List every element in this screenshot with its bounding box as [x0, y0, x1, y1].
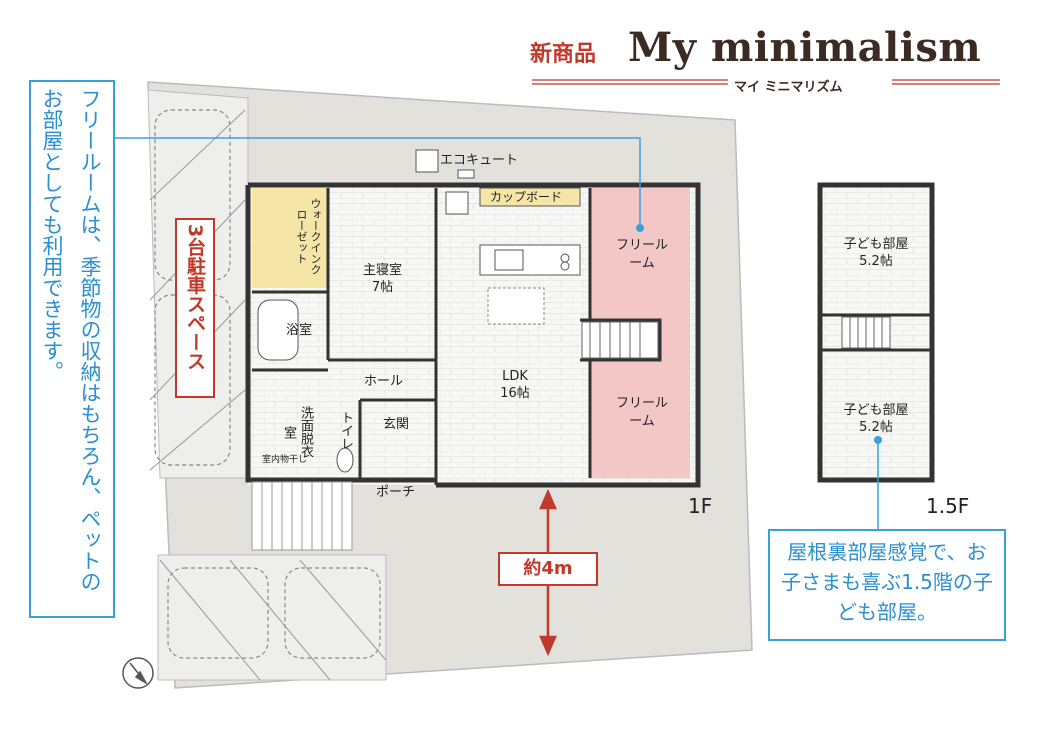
fridge [445, 191, 469, 215]
bathroom-label: 浴室 [286, 323, 313, 338]
parking-label-box: 3台駐車スペース [175, 218, 215, 398]
free-room-callout: フリールームは、季節物の収納はもちろん、ペットのお部屋としても利用できます。 [29, 80, 115, 618]
free-room-callout-text: フリールームは、季節物の収納はもちろん、ペットのお部屋としても利用できます。 [40, 88, 102, 592]
compass-icon [122, 657, 154, 689]
ldk-size: 16帖 [500, 386, 530, 401]
car-outline [284, 567, 381, 659]
kids-room-callout: 屋根裏部屋感覚で、お子さまも喜ぶ1.5階の子ども部屋。 [768, 529, 1006, 641]
toilet-fixture [336, 447, 354, 473]
master-bedroom-label: 主寝室 [362, 263, 402, 278]
cupboard-label: カップボード [490, 190, 563, 204]
dining-table [487, 287, 545, 325]
toilet-label: トイレ [338, 410, 353, 450]
bathtub [257, 299, 299, 361]
parking-label: 3台駐車スペース [184, 224, 206, 371]
kids-room-callout-text: 屋根裏部屋感覚で、お子さまも喜ぶ1.5階の子ども部屋。 [781, 540, 993, 624]
depth-label-box: 約4m [498, 552, 598, 586]
brand-subtitle: マイ ミニマリズム [730, 76, 847, 95]
wash-room-label: 洗面脱衣室 [281, 406, 313, 458]
free-room-2-label: フリールーム [615, 396, 668, 429]
hall-label: ホール [364, 374, 404, 389]
car-outline [167, 567, 269, 659]
brand-header: 新商品 My minimalism マイ ミニマリズム [530, 24, 1010, 96]
cupboard [479, 187, 581, 207]
kids-room-1-label: 子ども部屋 [843, 237, 909, 252]
new-product-label: 新商品 [530, 42, 597, 67]
walk-in-closet-label: ウォークインクローゼット [295, 197, 322, 275]
porch-label: ポーチ [376, 485, 416, 500]
sink [494, 249, 524, 271]
indoor-drying-label: 室内物干し [262, 455, 308, 465]
entrance-label: 玄関 [383, 417, 410, 432]
depth-label: 約4m [523, 558, 573, 579]
floor-1f-label: 1F [688, 494, 713, 518]
kids-room-2-size: 5.2帖 [859, 420, 893, 435]
kids-room-2-label: 子ども部屋 [843, 403, 909, 418]
lower-parking [157, 554, 387, 681]
floor-1-5f-label: 1.5F [926, 494, 970, 518]
free-room-marker [636, 224, 644, 232]
eco-cute-unit [415, 149, 439, 173]
free-room-1-label: フリールーム [615, 238, 668, 271]
brand-title: My minimalism [628, 24, 982, 71]
kids-room-1-size: 5.2帖 [859, 254, 893, 269]
master-bedroom-size: 7帖 [371, 280, 394, 295]
walk-in-closet-zone [252, 188, 327, 288]
ldk-label: LDK [502, 369, 528, 384]
kids-room-marker [874, 436, 882, 444]
eco-cute-label: エコキュート [440, 153, 519, 168]
